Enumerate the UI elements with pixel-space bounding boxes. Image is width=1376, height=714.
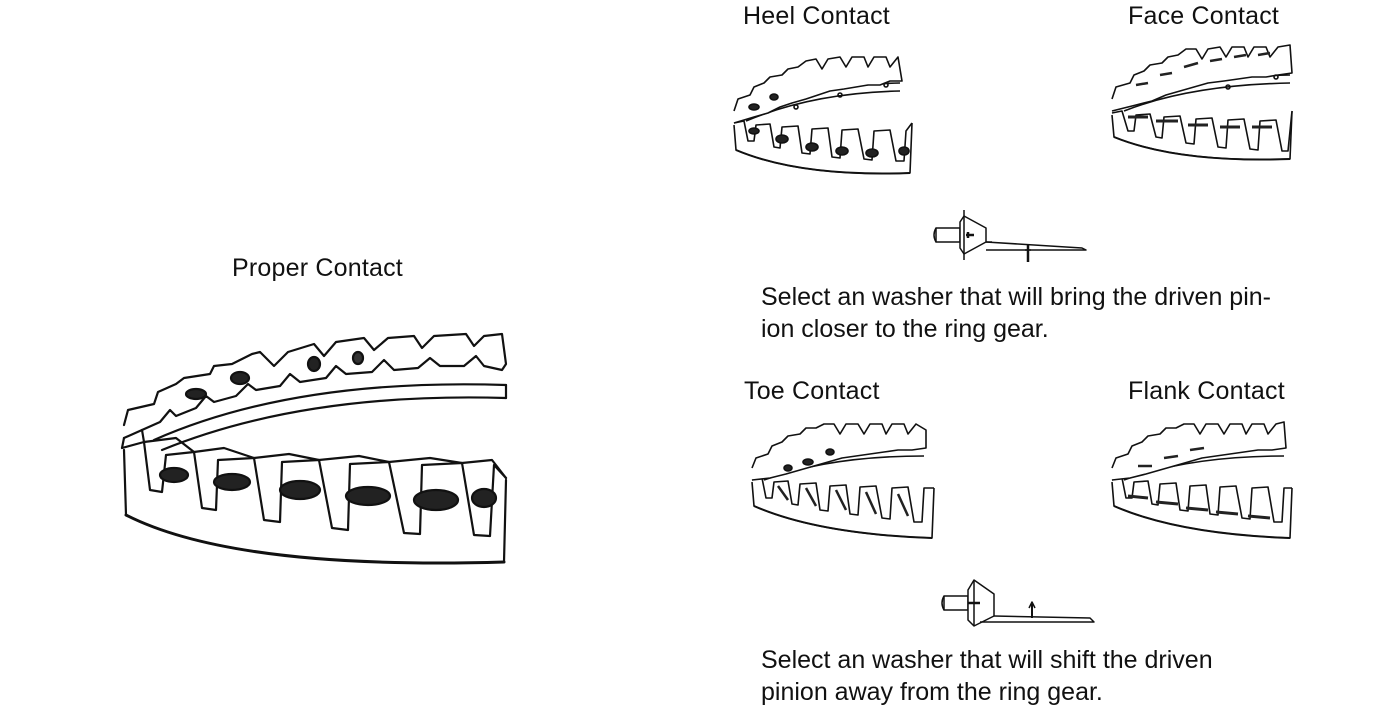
heel-contact-label: Heel Contact xyxy=(743,2,890,30)
proper-contact-label: Proper Contact xyxy=(232,254,403,282)
heel-contact-gear-illustration xyxy=(733,56,913,175)
flank-contact-label: Flank Contact xyxy=(1128,377,1285,405)
pinion-away-diagram xyxy=(941,579,1095,627)
toe-contact-label: Toe Contact xyxy=(744,377,880,405)
flank-contact-gear-illustration xyxy=(1111,421,1293,539)
face-contact-gear-illustration xyxy=(1111,44,1293,161)
face-contact-label: Face Contact xyxy=(1128,2,1280,30)
proper-contact-gear-illustration xyxy=(120,332,508,565)
instruction-away-line1: Select an washer that will shift the dri… xyxy=(761,646,1213,674)
toe-contact-gear-illustration xyxy=(751,423,935,539)
instruction-away: Select an washer that will shift the dri… xyxy=(761,644,1213,708)
pinion-closer-diagram xyxy=(933,210,1087,262)
instruction-closer-line1: Select an washer that will bring the dri… xyxy=(761,283,1271,311)
instruction-closer-line2: ion closer to the ring gear. xyxy=(761,315,1049,343)
instruction-away-line2: pinion away from the ring gear. xyxy=(761,678,1103,706)
instruction-closer: Select an washer that will bring the dri… xyxy=(761,281,1271,345)
